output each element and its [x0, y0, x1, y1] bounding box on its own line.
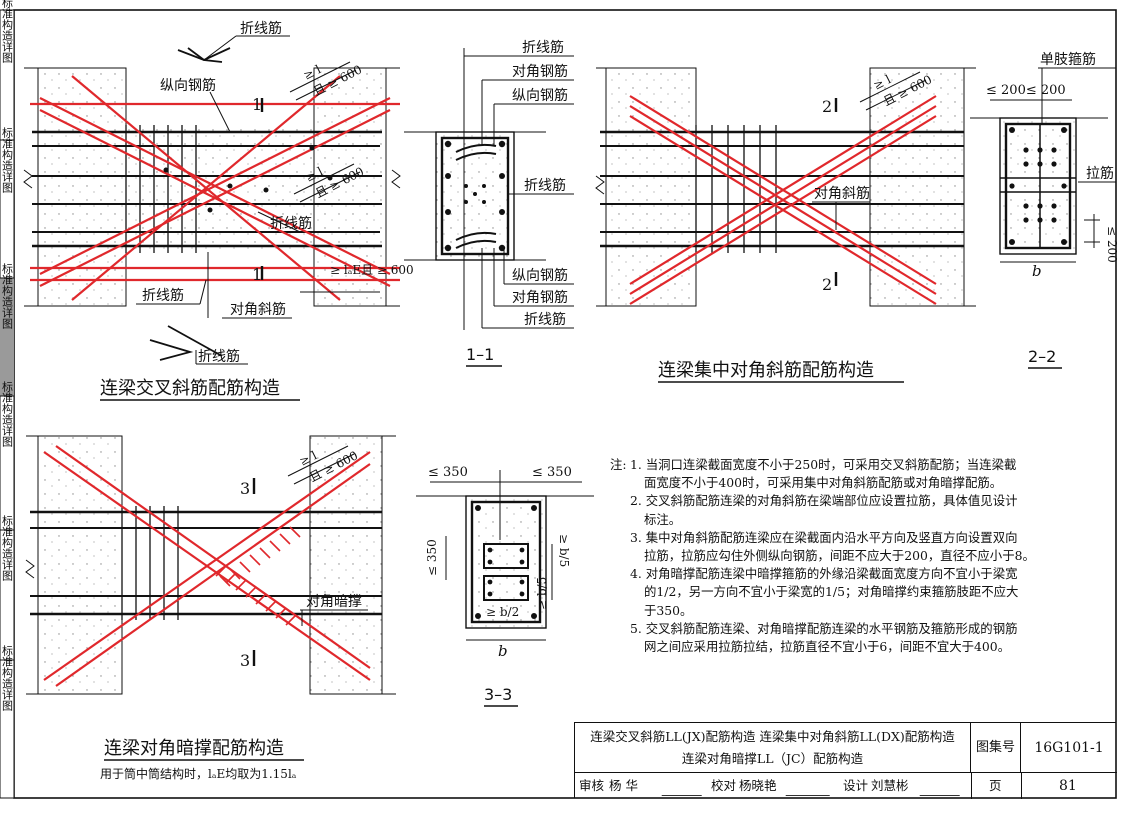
- design-signature: [919, 777, 967, 796]
- design-label: 设计: [843, 778, 869, 793]
- label-duijiaoxiejin-1: 对角斜筋: [230, 301, 286, 318]
- label-danzhigujin: 单肢箍筋: [1040, 51, 1096, 68]
- review-label: 审核: [579, 778, 605, 793]
- note-2-line-1: 2. 交叉斜筋配筋连梁的对角斜筋在梁端部位应设置拉筋，具体值见设计: [630, 493, 1018, 509]
- section-1-1-label: 1–1: [466, 345, 494, 364]
- s11-label-duijiao-1: 对角钢筋: [512, 63, 568, 80]
- page-label: 页: [989, 778, 1002, 793]
- s11-label-zhexian-1: 折线筋: [522, 39, 564, 56]
- note-4-line-1: 4. 对角暗撑配筋连梁中暗撑箍筋的外缘沿梁截面宽度方向不宜小于梁宽: [630, 566, 1018, 582]
- title-block-line2: 连梁对角暗撑LL（JC）配筋构造: [681, 751, 864, 766]
- dim-b5-b: ≥ b/5: [535, 577, 549, 610]
- title-dx: 连梁集中对角斜筋配筋构造: [658, 360, 874, 381]
- atlas-label: 图集号: [971, 723, 1021, 773]
- dim-b-2: b: [1032, 262, 1042, 280]
- note-5-line-1: 5. 交叉斜筋配筋连梁、对角暗撑配筋连梁的水平钢筋及箍筋形成的钢筋: [630, 620, 1018, 636]
- dim-350-a: ≤ 350: [428, 465, 468, 480]
- section-3-3-label: 3–3: [484, 685, 512, 704]
- title-jx: 连梁交叉斜筋配筋构造: [100, 378, 280, 399]
- notes-lead: 注:: [610, 457, 627, 472]
- diagram-jx: 1 1 折线筋 纵向钢筋 ≥ l 且 ≥ 600 ≥ l 且 ≥ 600 折线筋…: [23, 20, 414, 401]
- design-name: 刘慧彬: [871, 778, 909, 793]
- dim-b2: ≥ b/2: [486, 605, 519, 619]
- atlas-value: 16G101-1: [1021, 723, 1117, 773]
- label-duijiaoxiejin-2: 对角斜筋: [814, 185, 870, 202]
- label-zongxiang-1: 纵向钢筋: [160, 77, 216, 94]
- label-duijiaoanCheng: 对角暗撑: [306, 594, 362, 610]
- note-1-line-1: 1. 当洞口连梁截面宽度不小于250时，可采用交叉斜筋配筋；当连梁截: [630, 457, 1017, 472]
- sidebar-tabs: 标准构造详图 标准构造详图 标准构造详图 标准构造详图 标准构造详图 标准构造详…: [0, 0, 15, 799]
- sidebar-tab-4[interactable]: 标准构造详图: [1, 380, 14, 448]
- diagram-dx: 2 2 ≥ l 且 ≥ 600 对角斜筋 连梁集中对角斜筋配筋构造: [595, 67, 976, 383]
- cut-2-top: 2: [822, 97, 832, 116]
- label-zhexianjin-top: 折线筋: [240, 20, 282, 37]
- review-signature: [661, 777, 709, 796]
- cut-3-top: 3: [240, 479, 250, 498]
- title-jc: 连梁对角暗撑配筋构造: [104, 738, 284, 759]
- note-2-line-2: 标注。: [644, 511, 682, 527]
- check-signature: [785, 777, 837, 796]
- note-5-line-2: 网之间应采用拉筋拉结，拉筋直径不宜小于6，间距不宜大于400。: [644, 639, 1011, 654]
- note-3-line-2: 拉筋，拉筋应勾住外侧纵向钢筋，间距不应大于200，直径不应小于8。: [644, 548, 1035, 563]
- dim-b-3: b: [498, 642, 508, 660]
- diagram-jc: 3 3 ≥ l 且 ≥ 600 对角暗撑 连梁对角暗撑配筋构造 用于筒中筒结构时…: [25, 435, 396, 781]
- title-block: 连梁交叉斜筋LL(JX)配筋构造 连梁集中对角斜筋LL(DX)配筋构造 连梁对角…: [574, 722, 1117, 799]
- anchor-dim-inline: ≥ lₐE且 ≥ 600: [330, 263, 414, 277]
- note-4-line-3: 于350。: [644, 602, 693, 618]
- dim-350-b: ≤ 350: [532, 465, 572, 480]
- check-name: 杨晓艳: [739, 778, 777, 793]
- dim-b5-a: ≥ b/5: [557, 534, 571, 567]
- page-value: 81: [1059, 778, 1077, 794]
- sidebar-tab-2[interactable]: 标准构造详图: [1, 126, 14, 194]
- sidebar-tab-1[interactable]: 标准构造详图: [1, 0, 14, 64]
- sidebar-tab-3-active[interactable]: 标准构造详图: [1, 262, 14, 330]
- cut-1-bottom: 1: [252, 265, 262, 284]
- note-1-line-2: 面宽度不小于400时，可采用集中对角斜筋配筋或对角暗撑配筋。: [644, 475, 1003, 491]
- label-zhexianjin-bottom: 折线筋: [198, 348, 240, 365]
- s11-label-zongxiang-2: 纵向钢筋: [512, 267, 568, 284]
- label-zhexian-low: 折线筋: [142, 287, 184, 304]
- label-zhexian-mid: 折线筋: [270, 215, 312, 232]
- cut-3-bottom: 3: [240, 651, 250, 670]
- s11-label-zongxiang-1: 纵向钢筋: [512, 87, 568, 104]
- dim-350-vert: ≤ 350: [425, 539, 439, 576]
- section-1-1: 折线筋 对角钢筋 纵向钢筋 折线筋 纵向钢筋 对角钢筋 折线筋 1–1: [404, 39, 574, 367]
- s11-label-duijiao-2: 对角钢筋: [512, 289, 568, 306]
- sidebar-tab-5[interactable]: 标准构造详图: [1, 514, 14, 582]
- dim-200-vert: ≤ 200: [1105, 226, 1119, 263]
- note-4-line-2: 的1/2，另一方向不宜小于梁宽的1/5；对角暗撑约束箍筋肢距不应大: [644, 584, 1019, 600]
- s11-label-zhexian-3: 折线筋: [524, 311, 566, 328]
- section-2-2: b ≤ 200≤ 200 单肢箍筋 拉筋 ≤ 200 2–2: [970, 51, 1119, 369]
- s11-label-zhexian-2: 折线筋: [524, 177, 566, 194]
- title-jc-note: 用于筒中筒结构时，lₐE均取为1.15lₐ: [100, 766, 297, 781]
- label-lajin: 拉筋: [1086, 165, 1114, 182]
- sidebar-tab-6[interactable]: 标准构造详图: [1, 644, 14, 712]
- check-label: 校对: [711, 778, 737, 793]
- cut-2-bottom: 2: [822, 275, 832, 294]
- cut-1-top: 1: [252, 95, 262, 114]
- review-name: 杨 华: [609, 778, 638, 793]
- title-block-line1: 连梁交叉斜筋LL(JX)配筋构造 连梁集中对角斜筋LL(DX)配筋构造: [590, 729, 955, 744]
- dim-200-200: ≤ 200≤ 200: [986, 83, 1066, 98]
- section-2-2-label: 2–2: [1028, 347, 1056, 366]
- section-3-3: ≤ 350 ≤ 350 ≤ 350 ≥ b/5 ≥ b/5 ≥ b/2 b 3–…: [416, 465, 594, 707]
- note-3-line-1: 3. 集中对角斜筋配筋连梁应在梁截面内沿水平方向及竖直方向设置双向: [630, 529, 1018, 545]
